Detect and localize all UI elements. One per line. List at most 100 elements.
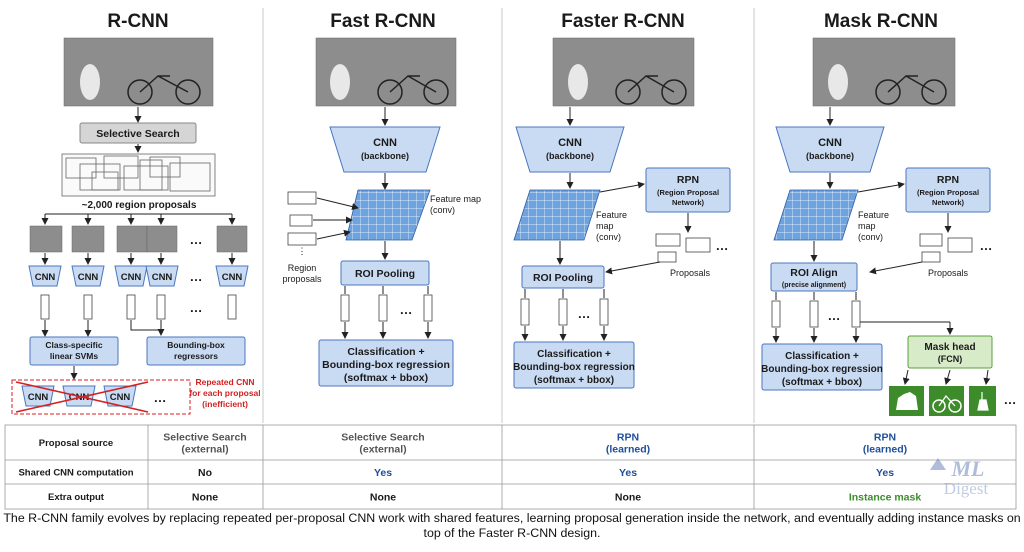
selective-search-label: Selective Search [96, 128, 179, 140]
rcnn-title: R-CNN [107, 11, 168, 32]
table-cell-sub: (learned) [606, 444, 650, 456]
bbox-regressors-box [146, 336, 246, 366]
rpn-box [645, 167, 731, 213]
svg-text:CNN: CNN [373, 137, 397, 149]
region-proposal-rects [287, 191, 317, 246]
svg-text:(Region Proposal: (Region Proposal [917, 188, 979, 197]
svg-text:(conv): (conv) [430, 205, 455, 215]
input-image [552, 37, 695, 107]
backbone-cnn [775, 126, 885, 173]
svg-text:(softmax + bbox): (softmax + bbox) [782, 377, 862, 388]
table-cell-sub: (learned) [863, 444, 907, 456]
svg-text:…: … [980, 238, 993, 253]
svg-text:(FCN): (FCN) [938, 354, 963, 364]
svg-text:…: … [1004, 392, 1017, 407]
svg-text:(backbone): (backbone) [361, 151, 409, 161]
table-row-label: Proposal source [39, 438, 113, 449]
table-cell: None [192, 492, 218, 504]
backbone-cnn [515, 126, 625, 173]
svg-text:regressors: regressors [174, 351, 218, 361]
table-cell: Selective Search [341, 432, 424, 444]
rcnn-column: R-CNN Selective Search ~2,000 region pro… [11, 11, 261, 415]
figure-caption: The R-CNN family evolves by replacing re… [3, 511, 1021, 540]
svg-text:(softmax + bbox): (softmax + bbox) [344, 372, 428, 384]
svg-text:Class-specific: Class-specific [45, 340, 102, 350]
roi-feature-vectors [520, 298, 609, 326]
svg-text:Classification +: Classification + [785, 351, 859, 362]
svg-text:Feature: Feature [596, 210, 627, 220]
svg-text:Network): Network) [932, 198, 965, 207]
svg-text:Region: Region [288, 263, 317, 273]
table-cell: No [198, 467, 212, 479]
svg-text:…: … [190, 232, 203, 247]
proposal-rects [655, 233, 711, 263]
svg-text:CNN: CNN [35, 272, 56, 283]
table-cell: Instance mask [849, 492, 922, 504]
svg-text:Feature: Feature [858, 210, 889, 220]
feature-map-grid [773, 189, 859, 241]
mask-head-box [907, 335, 993, 369]
svg-text:Bounding-box regression: Bounding-box regression [322, 359, 450, 371]
fast-rcnn-title: Fast R-CNN [330, 11, 436, 32]
svg-text:proposals: proposals [282, 274, 322, 284]
input-image [63, 37, 214, 107]
faster-rcnn-title: Faster R-CNN [561, 11, 685, 32]
mask-rcnn-title: Mask R-CNN [824, 11, 938, 32]
table-cell: None [615, 492, 641, 504]
faster-rcnn-column: Faster R-CNN CNN (backbone) Feature map … [513, 11, 731, 389]
svg-text:…: … [190, 300, 203, 315]
svg-text:CNN: CNN [78, 272, 99, 283]
roi-pooling-box [521, 265, 605, 289]
svg-text:Bounding-box: Bounding-box [167, 340, 225, 350]
svg-text:Mask head: Mask head [924, 342, 975, 353]
table-cell: RPN [874, 432, 896, 444]
rpn-box [905, 167, 991, 213]
svg-text:(softmax + bbox): (softmax + bbox) [534, 375, 614, 386]
feature-map-grid [345, 189, 431, 241]
table-cell-sub: (external) [359, 444, 406, 456]
input-image [812, 37, 956, 107]
svg-text:Bounding-box regression: Bounding-box regression [761, 364, 883, 375]
architecture-diagram: R-CNN Selective Search ~2,000 region pro… [4, 8, 1017, 510]
svg-text:Network): Network) [672, 198, 705, 207]
per-proposal-cnns: CNN CNN CNN CNN CNN [28, 265, 249, 287]
svg-text:(Region Proposal: (Region Proposal [657, 188, 719, 197]
region-proposals-label: ~2,000 region proposals [82, 200, 197, 211]
svg-text:(conv): (conv) [858, 232, 883, 242]
classification-head [513, 341, 635, 389]
feature-map-grid [513, 189, 601, 241]
ml-digest-watermark: ML Digest [930, 456, 988, 498]
svg-text:ML: ML [951, 456, 985, 481]
svg-text:ROI Pooling: ROI Pooling [533, 272, 593, 284]
svg-text:map: map [858, 221, 876, 231]
selective-search-box [79, 122, 197, 144]
svg-text:(conv): (conv) [596, 232, 621, 242]
feature-vectors [40, 294, 237, 320]
roi-feature-vectors [771, 300, 861, 328]
table-cell: Selective Search [163, 432, 246, 444]
svg-text:for each proposal: for each proposal [189, 388, 260, 398]
svg-text:…: … [578, 306, 591, 321]
svg-text:ROI Align: ROI Align [790, 267, 837, 279]
backbone-cnn [329, 126, 441, 173]
roi-align-box [770, 262, 858, 292]
svg-text:CNN: CNN [818, 137, 842, 149]
svg-text:…: … [400, 302, 413, 317]
roi-feature-vectors [340, 294, 433, 322]
svg-text:Classification +: Classification + [537, 349, 611, 360]
linear-svms-box [29, 336, 119, 366]
table-cell-sub: (external) [181, 444, 228, 456]
table-cell: Yes [374, 467, 392, 479]
proposal-rects [919, 233, 973, 263]
svg-text:(backbone): (backbone) [806, 151, 854, 161]
table-cell: RPN [617, 432, 639, 444]
svg-text:…: … [154, 390, 167, 405]
svg-text:CNN: CNN [222, 272, 243, 283]
table-cell: None [370, 492, 396, 504]
svg-text:…: … [190, 269, 203, 284]
svg-text:Classification +: Classification + [347, 346, 424, 358]
svg-text:(backbone): (backbone) [546, 151, 594, 161]
table-row-label: Shared CNN computation [18, 468, 133, 479]
